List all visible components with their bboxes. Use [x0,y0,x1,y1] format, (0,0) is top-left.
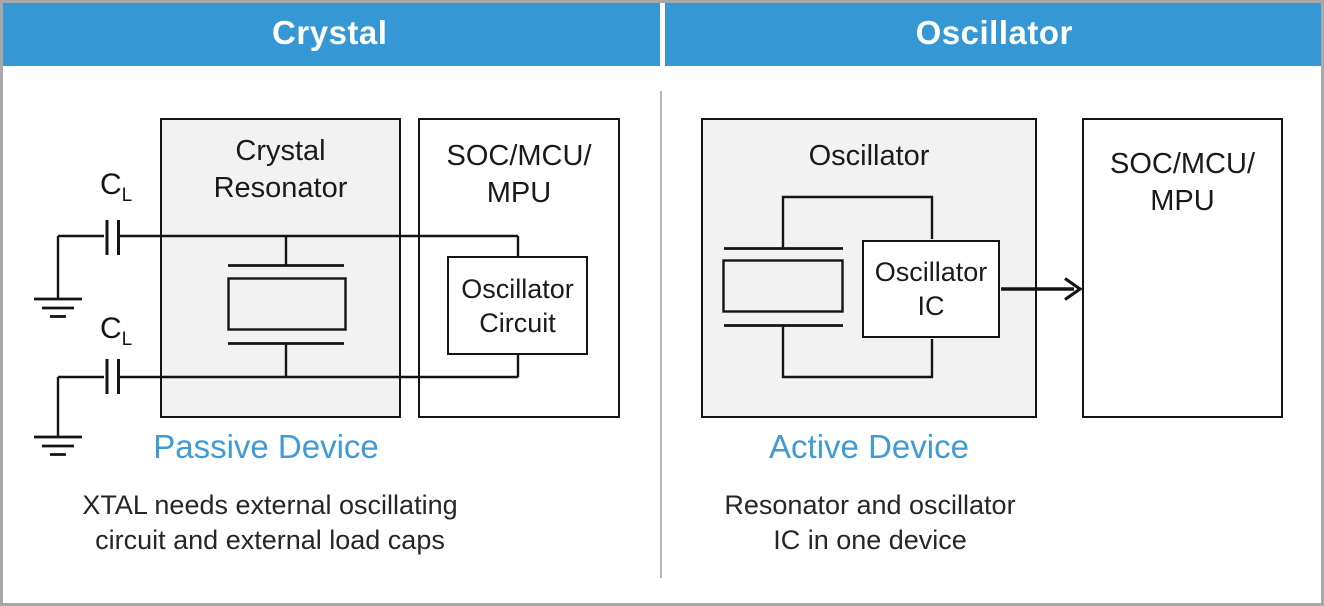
load-cap-top-label: CL [100,168,132,207]
oscillator-ic-line1: Oscillator [874,257,988,287]
oscillator-description-line1: Resonator and oscillator [724,490,1016,520]
oscillator-circuit-line2: Circuit [479,307,556,338]
soc-mcu-mpu-box-right: SOC/MCU/ MPU [1082,118,1283,418]
header-row: Crystal Oscillator [0,0,1324,66]
oscillator-description: Resonator and oscillator IC in one devic… [650,488,1090,558]
oscillator-box-title: Oscillator [808,140,930,172]
load-cap-bottom-label: CL [100,312,132,351]
oscillator-ic-box: Oscillator IC [862,240,1000,338]
passive-device-label: Passive Device [153,428,379,465]
load-cap-bottom-subscript: L [121,329,133,350]
capacitor-top-icon [105,220,120,255]
load-cap-top-subscript: L [121,185,133,206]
capacitor-bottom-icon [105,359,120,394]
crystal-description-line2: circuit and external load caps [95,525,445,555]
soc-right-title-line1: SOC/MCU/ [1110,148,1255,180]
crystal-resonator-title: Crystal Resonator [162,120,399,207]
oscillator-circuit-box: Oscillator Circuit [447,256,588,355]
oscillator-description-line2: IC in one device [773,525,967,555]
load-cap-top-symbol: C [100,168,122,201]
ground-top-icon [34,297,82,318]
crystal-description-line1: XTAL needs external oscillating [82,490,458,520]
soc-right-title-line2: MPU [1150,185,1215,217]
soc-left-title-line2: MPU [486,177,552,209]
ground-bottom-icon [34,435,82,456]
active-device-label: Active Device [769,428,969,465]
oscillator-circuit-line1: Oscillator [461,273,574,304]
crystal-resonator-box: Crystal Resonator [160,118,401,418]
oscillator-ic-line2: IC [917,291,945,321]
header-oscillator: Oscillator [664,0,1324,66]
soc-right-title: SOC/MCU/ MPU [1084,120,1281,220]
soc-left-title: SOC/MCU/ MPU [420,120,618,212]
header-crystal: Crystal [0,0,660,66]
panel-divider [660,91,662,578]
crystal-description: XTAL needs external oscillating circuit … [50,488,490,558]
crystal-resonator-title-line1: Crystal [235,135,326,167]
crystal-resonator-title-line2: Resonator [213,172,348,204]
soc-left-title-line1: SOC/MCU/ [446,140,592,172]
load-cap-bottom-symbol: C [100,312,122,345]
